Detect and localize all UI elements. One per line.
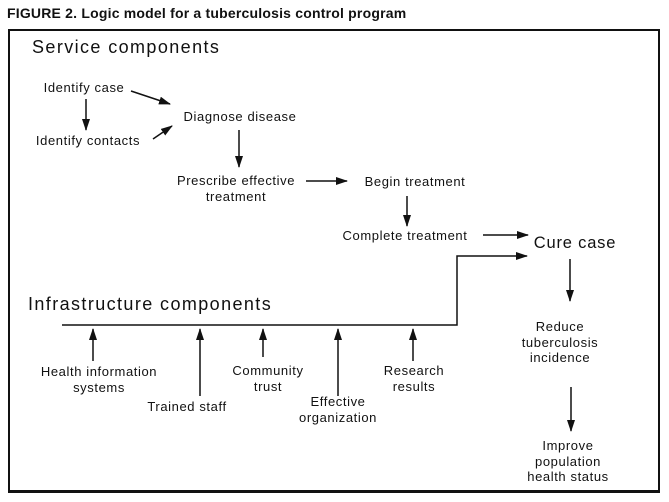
- node-prescribe-effective-treatment: Prescribe effective treatment: [176, 173, 296, 204]
- node-effective-organization: Effective organization: [298, 394, 378, 425]
- diagram-border-box: [8, 29, 660, 493]
- node-diagnose-disease: Diagnose disease: [183, 109, 297, 124]
- arrow-identify-contacts-to-diagnose: [152, 125, 173, 140]
- figure-caption: FIGURE 2. Logic model for a tuberculosis…: [7, 5, 407, 21]
- heading-infrastructure-components: Infrastructure components: [28, 294, 273, 314]
- node-cure-case: Cure case: [533, 234, 617, 252]
- node-identify-case: Identify case: [43, 80, 125, 95]
- heading-service-components: Service components: [32, 37, 221, 57]
- node-improve-population-health-status: Improve population health status: [527, 438, 609, 484]
- node-complete-treatment: Complete treatment: [342, 228, 468, 243]
- node-trained-staff: Trained staff: [147, 399, 227, 414]
- node-research-results: Research results: [383, 363, 445, 394]
- node-identify-contacts: Identify contacts: [35, 133, 141, 148]
- arrow-identify-case-to-diagnose: [130, 90, 171, 105]
- node-begin-treatment: Begin treatment: [364, 174, 466, 189]
- infrastructure-line-to-cure: [62, 252, 528, 326]
- node-community-trust: Community trust: [232, 363, 304, 394]
- node-reduce-tuberculosis-incidence: Reduce tuberculosis incidence: [521, 319, 599, 365]
- node-health-information-systems: Health information systems: [40, 364, 158, 395]
